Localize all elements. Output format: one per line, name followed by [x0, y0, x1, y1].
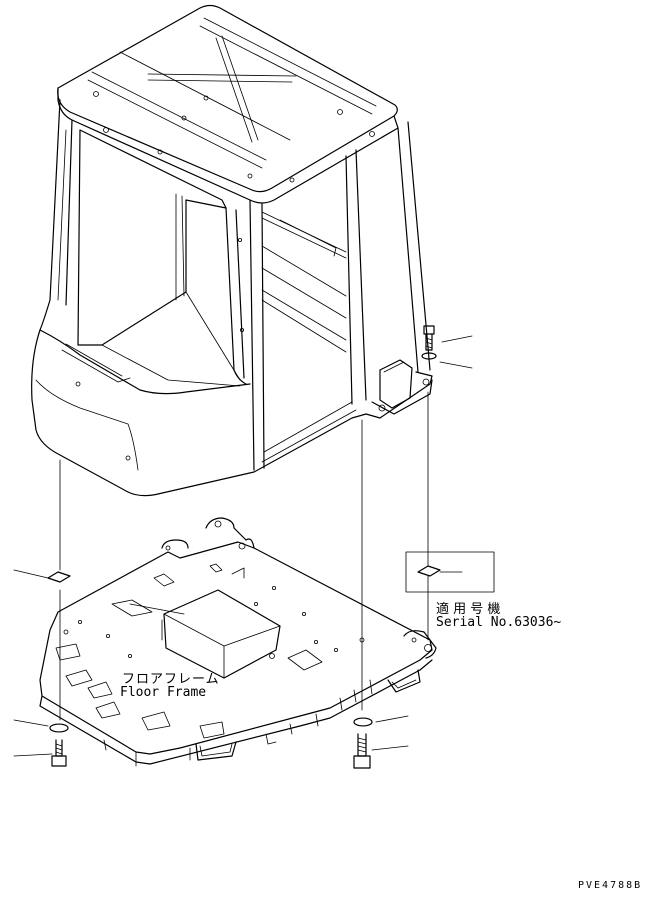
floor-frame — [39, 517, 437, 767]
left-washer — [13, 569, 71, 583]
floor-frame-label-jp: フロアフレーム — [122, 672, 220, 687]
serial-applicability-label-jp: 適 用 号 機 — [436, 602, 501, 617]
floor-frame-label-en: Floor Frame — [120, 685, 207, 700]
drawing-code: PVE4788B — [578, 880, 643, 891]
serial-number-label: Serial No.63036~ — [436, 615, 562, 630]
left-bottom-bolt — [13, 719, 69, 767]
alignment-lines — [59, 391, 429, 721]
right-top-bolt — [421, 325, 473, 369]
right-washer — [405, 551, 495, 593]
operator-cab — [31, 4, 433, 497]
right-bottom-bolt — [353, 715, 409, 769]
